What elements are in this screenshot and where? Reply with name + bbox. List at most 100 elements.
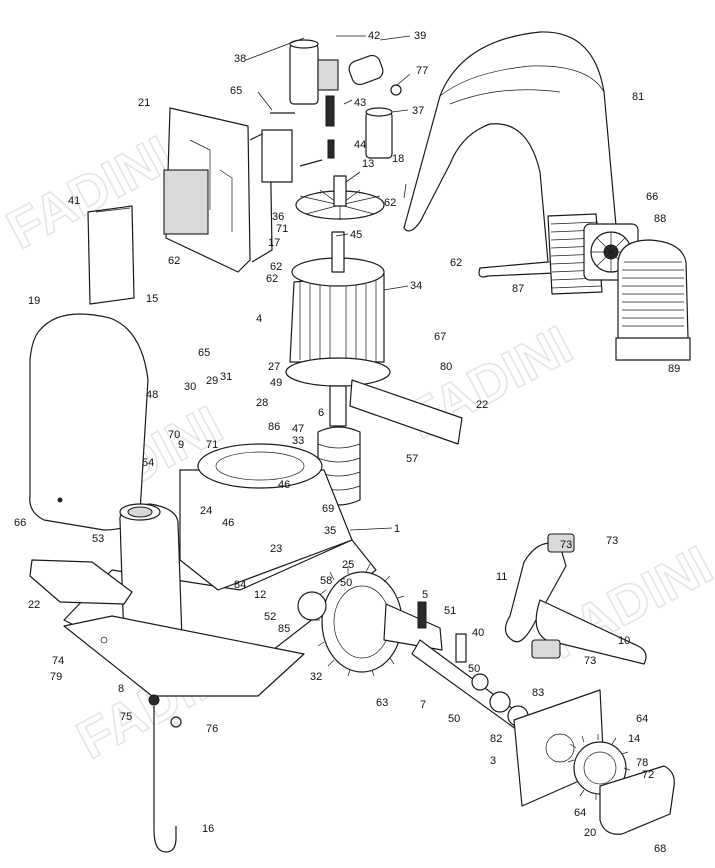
side-cover-part — [29, 313, 149, 531]
callout-62: 62 — [270, 261, 282, 273]
callout-62: 62 — [384, 197, 396, 209]
callout-71: 71 — [206, 439, 218, 451]
callout-63: 63 — [376, 697, 388, 709]
callout-25: 25 — [342, 559, 354, 571]
callout-14: 14 — [628, 733, 640, 745]
callout-83: 83 — [532, 687, 544, 699]
callout-87: 87 — [512, 283, 524, 295]
callout-30: 30 — [184, 381, 196, 393]
callout-22: 22 — [476, 399, 488, 411]
callout-82: 82 — [490, 733, 502, 745]
callout-layer: 38 42 39 77 65 21 43 37 44 13 18 62 41 3… — [14, 30, 680, 855]
callout-48: 48 — [146, 389, 158, 401]
callout-46: 46 — [222, 517, 234, 529]
foot-left-part — [29, 559, 133, 605]
callout-46: 46 — [278, 479, 290, 491]
impeller-part — [295, 175, 385, 220]
callout-65: 65 — [198, 347, 210, 359]
callout-65: 65 — [230, 85, 242, 97]
grille-panel-part — [615, 239, 691, 361]
callout-49: 49 — [270, 377, 282, 389]
callout-71: 71 — [276, 223, 288, 235]
callout-19: 19 — [28, 295, 40, 307]
callout-76: 76 — [206, 723, 218, 735]
callout-17: 17 — [268, 237, 280, 249]
callout-68: 68 — [654, 843, 666, 855]
callout-9: 9 — [178, 439, 184, 451]
callout-11: 11 — [496, 571, 507, 583]
callout-84: 84 — [234, 579, 246, 591]
callout-34: 34 — [410, 280, 422, 292]
callout-32: 32 — [310, 671, 322, 683]
callout-75: 75 — [120, 711, 132, 723]
fan-grille-part — [547, 213, 639, 295]
callout-44: 44 — [354, 139, 366, 151]
callout-43: 43 — [354, 97, 366, 109]
pinion-plate-part — [513, 689, 631, 807]
callout-52: 52 — [264, 611, 276, 623]
callout-10: 10 — [618, 635, 630, 647]
callout-42: 42 — [368, 30, 380, 42]
control-bracket-part — [163, 107, 293, 273]
callout-77: 77 — [416, 65, 428, 77]
callout-16: 16 — [202, 823, 214, 835]
callout-36: 36 — [272, 211, 284, 223]
callout-50: 50 — [340, 577, 352, 589]
callout-53: 53 — [92, 533, 104, 545]
motor-part — [285, 231, 391, 387]
callout-73: 73 — [560, 539, 572, 551]
callout-66: 66 — [646, 191, 658, 203]
release-lever-part — [504, 533, 647, 665]
callout-5: 5 — [422, 589, 428, 601]
callout-89: 89 — [668, 363, 680, 375]
callout-15: 15 — [146, 293, 158, 305]
callout-6: 6 — [318, 407, 324, 419]
callout-4: 4 — [256, 313, 262, 325]
callout-33: 33 — [292, 435, 304, 447]
callout-73: 73 — [606, 535, 618, 547]
callout-81: 81 — [632, 91, 644, 103]
crown-gear-part — [297, 563, 443, 677]
callout-69: 69 — [322, 503, 334, 515]
callout-85: 85 — [278, 623, 290, 635]
callout-51: 51 — [444, 605, 456, 617]
callout-70: 70 — [168, 429, 180, 441]
callout-78: 78 — [636, 757, 648, 769]
callout-27: 27 — [268, 361, 280, 373]
callout-86: 86 — [268, 421, 280, 433]
callout-50: 50 — [468, 663, 480, 675]
callout-18: 18 — [392, 153, 404, 165]
callout-64: 64 — [574, 807, 586, 819]
callout-66: 66 — [14, 517, 26, 529]
callout-28: 28 — [256, 397, 268, 409]
callout-38: 38 — [234, 53, 246, 65]
callout-45: 45 — [350, 229, 362, 241]
callout-62: 62 — [266, 273, 278, 285]
callout-50: 50 — [448, 713, 460, 725]
callout-1: 1 — [394, 523, 400, 535]
callout-39: 39 — [414, 30, 426, 42]
callout-62: 62 — [168, 255, 180, 267]
callout-58: 58 — [320, 575, 332, 587]
callout-12: 12 — [254, 589, 266, 601]
callout-47: 47 — [292, 423, 304, 435]
callout-20: 20 — [584, 827, 596, 839]
panel-part — [87, 205, 135, 305]
anchor-bolt-part — [148, 694, 182, 853]
callout-24: 24 — [200, 505, 212, 517]
callout-23: 23 — [270, 543, 282, 555]
callout-67: 67 — [434, 331, 446, 343]
callout-35: 35 — [324, 525, 336, 537]
callout-54: 54 — [142, 457, 154, 469]
callout-8: 8 — [118, 683, 124, 695]
callout-62: 62 — [450, 257, 462, 269]
callout-40: 40 — [472, 627, 484, 639]
callout-57: 57 — [406, 453, 418, 465]
callout-3: 3 — [490, 755, 496, 767]
pinion-cover-part — [599, 765, 675, 835]
callout-79: 79 — [50, 671, 62, 683]
callout-21: 21 — [138, 97, 150, 109]
callout-37: 37 — [412, 105, 424, 117]
